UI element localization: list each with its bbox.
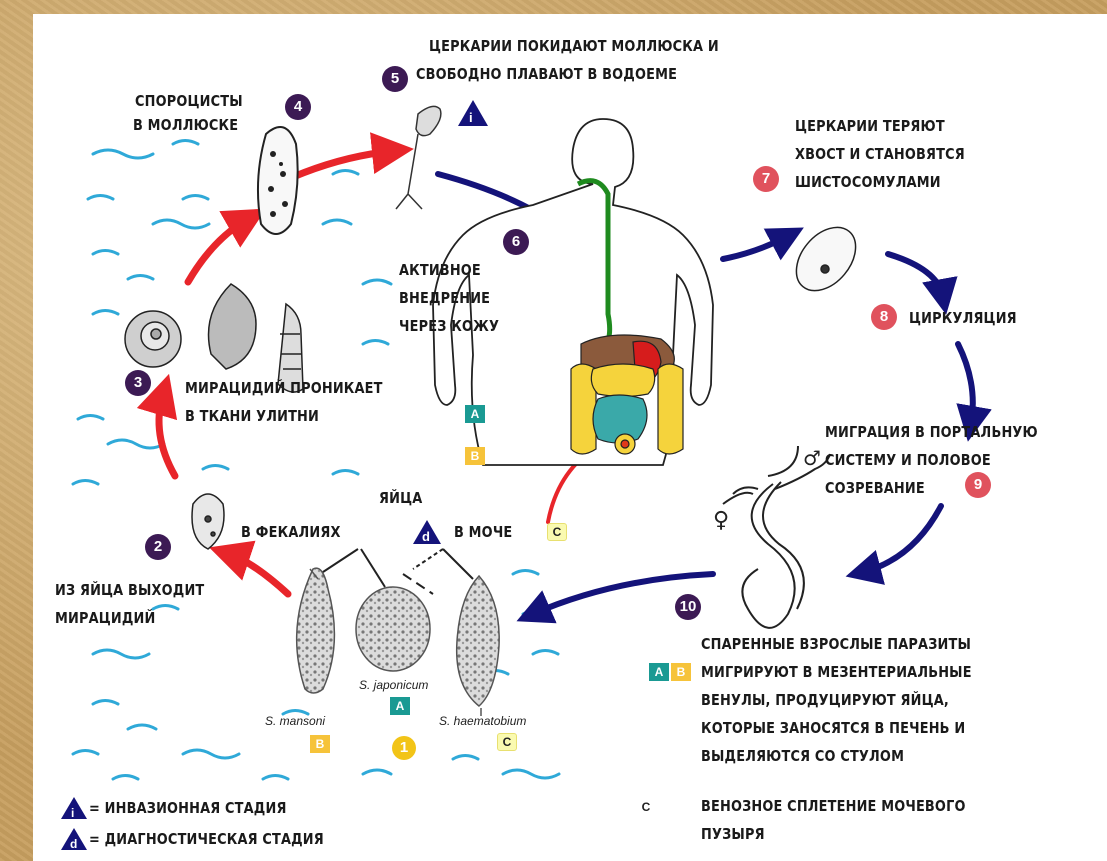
- marker-c-bladder: C: [547, 523, 567, 541]
- step5-number: 5: [382, 66, 408, 92]
- step7-label-line3: ШИСТОСОМУЛАМИ: [795, 172, 941, 193]
- marker-b-intestine: B: [465, 447, 485, 465]
- female-symbol: ♀: [713, 508, 729, 533]
- step7-label-line1: ЦЕРКАРИИ ТЕРЯЮТ: [795, 116, 945, 137]
- step4-label-line1: СПОРОЦИСТЫ: [135, 91, 243, 112]
- step6-label-line2: ВНЕДРЕНИЕ: [399, 288, 490, 309]
- step3-label-line2: В ТКАНИ УЛИТНИ: [185, 406, 319, 427]
- snail-shells: [125, 284, 303, 392]
- eggs-label: ЯЙЦА: [379, 488, 422, 509]
- step10-label-line5: ВЫДЕЛЯЮТСЯ СО СТУЛОМ: [701, 746, 904, 767]
- infective-stage-letter: i: [469, 110, 473, 125]
- step2-label-line1: ИЗ ЯЙЦА ВЫХОДИТ: [55, 580, 204, 601]
- diagnostic-stage-letter: d: [422, 529, 430, 544]
- step9-label-line1: МИГРАЦИЯ В ПОРТАЛЬНУЮ: [825, 422, 1038, 443]
- egg-drawings: [297, 568, 500, 716]
- marker-c-haematobium: C: [497, 733, 517, 751]
- step1-number: 1: [392, 736, 416, 760]
- adult-worms-drawing: [723, 446, 830, 628]
- step9-label-line3: СОЗРЕВАНИЕ: [825, 478, 925, 499]
- step4-number: 4: [285, 94, 311, 120]
- step10-number: 10: [675, 594, 701, 620]
- legend-infective-label: = ИНВАЗИОННАЯ СТАДИЯ: [89, 798, 287, 819]
- marker-c-venous: C: [637, 799, 655, 815]
- miracidium-drawing: [192, 494, 224, 549]
- step5-label-line1: ЦЕРКАРИИ ПОКИДАЮТ МОЛЛЮСКА И: [429, 36, 719, 57]
- step3-label-line1: МИРАЦИДИЙ ПРОНИКАЕТ: [185, 378, 383, 399]
- step8-number: 8: [871, 304, 897, 330]
- step10-label-line3: ВЕНУЛЫ, ПРОДУЦИРУЮТ ЯЙЦА,: [701, 690, 949, 711]
- step8-label: ЦИРКУЛЯЦИЯ: [909, 308, 1017, 329]
- marker-a-intestine: A: [465, 405, 485, 423]
- species-mansoni: S. mansoni: [265, 714, 325, 728]
- abdominal-organs: [571, 335, 683, 454]
- venous-label-line1: ВЕНОЗНОЕ СПЛЕТЕНИЕ МОЧЕВОГО: [701, 796, 966, 817]
- infective-stage-marker: [458, 100, 488, 126]
- marker-b-adults: B: [671, 663, 691, 681]
- step9-number: 9: [965, 472, 991, 498]
- venous-label-line2: ПУЗЫРЯ: [701, 824, 765, 845]
- step4-label-line2: В МОЛЛЮСКЕ: [133, 115, 238, 136]
- legend-diagnostic-letter: d: [70, 837, 77, 851]
- step7-number: 7: [753, 166, 779, 192]
- species-haematobium: S. haematobium: [439, 714, 526, 728]
- sporocyst-drawing: [258, 127, 298, 234]
- step2-label-line2: МИРАЦИДИЙ: [55, 608, 155, 629]
- step6-number: 6: [503, 229, 529, 255]
- step2-number: 2: [145, 534, 171, 560]
- legend-infective-letter: i: [71, 806, 74, 820]
- feces-label: В ФЕКАЛИЯХ: [241, 522, 341, 543]
- diagram-panel: i d СПОРОЦИСТЫ В МОЛЛЮСКЕ 4 ЦЕРКАРИИ ПОК…: [33, 14, 1107, 861]
- step6-label-line3: ЧЕРЕЗ КОЖУ: [399, 316, 499, 337]
- marker-b-mansoni: B: [310, 735, 330, 753]
- step10-label-line4: КОТОРЫЕ ЗАНОСЯТСЯ В ПЕЧЕНЬ И: [701, 718, 965, 739]
- step9-label-line2: СИСТЕМУ И ПОЛОВОЕ: [825, 450, 991, 471]
- step10-label-line1: СПАРЕННЫЕ ВЗРОСЛЫЕ ПАРАЗИТЫ: [701, 634, 971, 655]
- marker-a-adults: A: [649, 663, 669, 681]
- step3-number: 3: [125, 370, 151, 396]
- marker-a-japonicum: A: [390, 697, 410, 715]
- cercaria-drawing: [396, 106, 441, 209]
- step5-label-line2: СВОБОДНО ПЛАВАЮТ В ВОДОЕМЕ: [416, 64, 677, 85]
- species-japonicum: S. japonicum: [359, 678, 428, 692]
- step6-label-line1: АКТИВНОЕ: [399, 260, 481, 281]
- schistosomulum-drawing: [784, 216, 867, 302]
- step7-label-line2: ХВОСТ И СТАНОВЯТСЯ: [795, 144, 965, 165]
- male-symbol: ♂: [803, 446, 821, 470]
- legend-diagnostic-label: = ДИАГНОСТИЧЕСКАЯ СТАДИЯ: [89, 829, 324, 850]
- step10-label-line2: МИГРИРУЮТ В МЕЗЕНТЕРИАЛЬНЫЕ: [701, 662, 972, 683]
- urine-label: В МОЧЕ: [454, 522, 512, 543]
